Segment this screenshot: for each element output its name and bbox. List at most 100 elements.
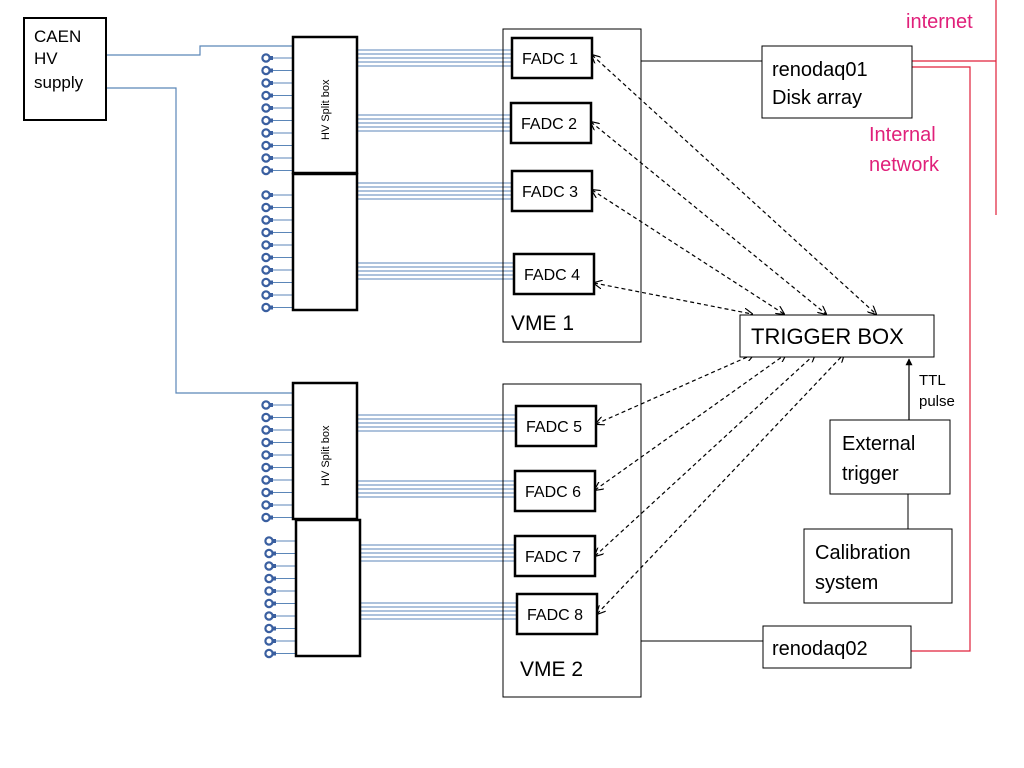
pmt-connector-ring (261, 302, 271, 313)
pmt-connector-ring (261, 462, 271, 473)
caen-label-line-1: CAEN (34, 27, 81, 46)
pmt-connector-ring (264, 548, 274, 559)
fadc-4-label: FADC 4 (524, 267, 580, 284)
pmt-connector-icon (261, 400, 293, 410)
fadc-8-label: FADC 8 (527, 607, 583, 624)
caen-hv-supply: CAEN HV supply (23, 17, 107, 121)
pmt-connector-ring (264, 536, 274, 546)
pmt-connector-icon (261, 215, 293, 225)
caen-label-line-2: HV (34, 49, 58, 68)
pmt-connector-body (269, 503, 273, 507)
pmt-connector-icon (264, 586, 296, 596)
pmt-connector-ring (261, 65, 271, 76)
pmt-connector-icon (261, 487, 293, 498)
pmt-connector-ring (261, 277, 271, 288)
signal-cable-lines (357, 49, 517, 620)
pmt-connector-body (269, 293, 273, 297)
pmt-connector-ring (261, 90, 271, 101)
pmt-connector-icon (261, 227, 293, 238)
renodaq01-box: renodaq01 Disk array (761, 45, 913, 119)
pmt-connector-ring (261, 437, 271, 448)
pmt-connector-icon (261, 277, 293, 288)
pmt-connector-ring (261, 240, 271, 250)
trigger-link-fadc-2 (591, 122, 826, 314)
pmt-connector-body (269, 453, 273, 457)
pmt-connector-icon (264, 623, 296, 634)
pmt-connector-body (269, 143, 273, 148)
vme2-label: VME 2 (520, 658, 583, 681)
pmt-connector-ring (261, 190, 271, 200)
pmt-connector-icon (264, 598, 296, 609)
pmt-connector-icon (264, 636, 296, 646)
internal-network-line (911, 66, 971, 652)
pmt-connector-body (272, 626, 276, 631)
pmt-connector-ring (261, 53, 271, 63)
pmt-connector-ring (264, 561, 274, 571)
pmt-connector-icon (261, 202, 293, 213)
trigger-link-fadc-3 (592, 190, 784, 314)
pmt-connector-ring (261, 227, 271, 238)
pmt-connector-ring (264, 598, 274, 609)
pmt-connector-icon (261, 65, 293, 76)
fadc-module-4: FADC 4 (512, 252, 596, 296)
fadc-module-5: FADC 5 (514, 404, 598, 448)
disk-array-label: Disk array (772, 87, 862, 109)
fadc-3-label: FADC 3 (522, 184, 578, 201)
pmt-connector-icon (261, 53, 293, 63)
network-lines (641, 0, 997, 652)
pmt-connector-icon (264, 548, 296, 559)
pmt-connector-ring (261, 165, 271, 176)
pmt-connector-body (269, 131, 273, 135)
pmt-connector-icon (261, 512, 293, 523)
ttl-label: TTL (919, 372, 946, 389)
pmt-connector-icon (261, 153, 293, 163)
fadc-module-6: FADC 6 (513, 469, 597, 513)
pmt-connector-ring (261, 290, 271, 300)
pmt-connector-body (269, 193, 273, 197)
pmt-connector-ring (261, 265, 271, 275)
pmt-connector-body (272, 589, 276, 593)
pmt-connector-body (269, 68, 273, 73)
pmt-connector-ring (261, 215, 271, 225)
cable-bundle-fadc-6 (357, 480, 515, 498)
pmt-connector-body (272, 639, 276, 643)
pmt-connector-body (269, 255, 273, 260)
fadc-2-label: FADC 2 (521, 116, 577, 133)
pmt-connector-icon (264, 611, 296, 621)
pmt-connector-ring (264, 573, 274, 584)
pmt-connector-body (269, 415, 273, 420)
pmt-connector-icon (261, 240, 293, 250)
pmt-connector-ring (261, 487, 271, 498)
pmt-connector-body (269, 305, 273, 310)
pmt-connector-body (269, 243, 273, 247)
pmt-connector-ring (264, 611, 274, 621)
trigger-box: TRIGGER BOX (739, 314, 935, 358)
pmt-connector-icon (261, 165, 293, 176)
pmt-connectors (261, 53, 296, 659)
pmt-connector-ring (261, 153, 271, 163)
pmt-connector-icon (261, 437, 293, 448)
pmt-connector-icon (264, 561, 296, 571)
internal-label: Internal (869, 124, 936, 146)
pmt-connector-icon (264, 648, 296, 659)
pmt-connector-icon (261, 450, 293, 460)
pmt-connector-icon (261, 462, 293, 473)
pmt-connector-body (269, 490, 273, 495)
pmt-connector-icon (261, 128, 293, 138)
renodaq02-label: renodaq02 (772, 638, 868, 660)
external-trigger-box: External trigger (829, 419, 951, 495)
pmt-connector-body (272, 576, 276, 581)
pmt-connector-ring (261, 400, 271, 410)
cable-bundle-fadc-8 (360, 602, 517, 620)
pmt-connector-body (269, 403, 273, 407)
cable-bundle-fadc-3 (357, 182, 512, 200)
pmt-connector-icon (261, 140, 293, 151)
pmt-connector-body (272, 601, 276, 606)
trigger-box-label: TRIGGER BOX (751, 324, 904, 349)
fadc-7-label: FADC 7 (525, 549, 581, 566)
fadc-module-2: FADC 2 (509, 101, 593, 145)
pmt-connector-icon (261, 78, 293, 88)
pmt-connector-ring (261, 202, 271, 213)
pmt-connector-body (269, 268, 273, 272)
cable-bundle-fadc-1 (357, 49, 512, 67)
